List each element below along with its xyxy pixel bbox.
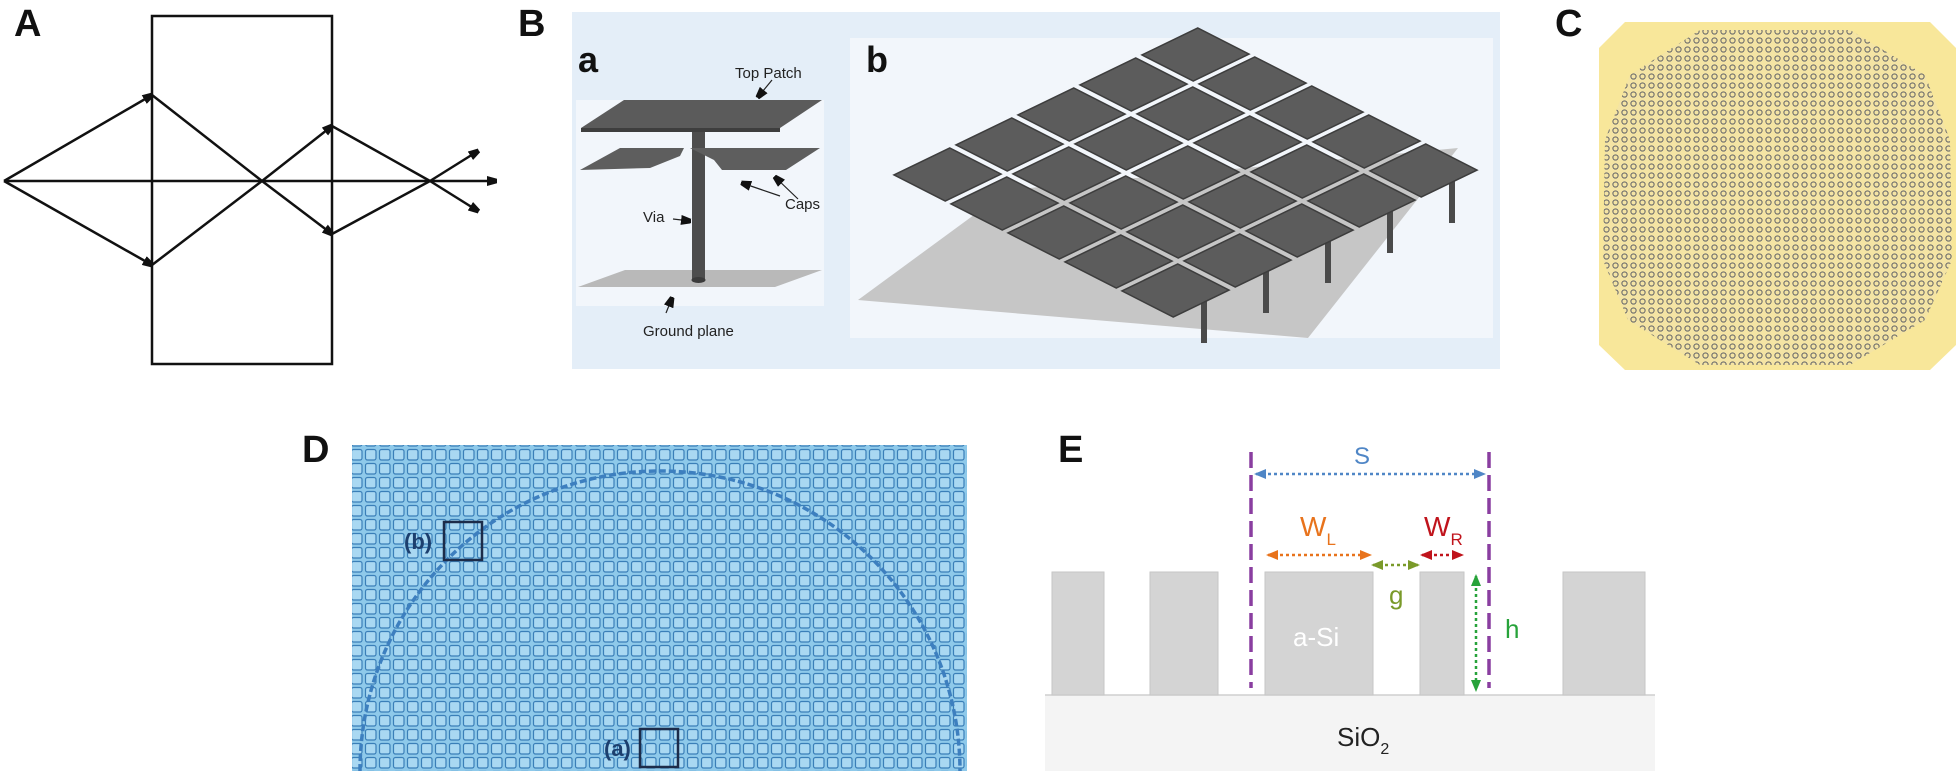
array-patch (1197, 56, 1308, 111)
array-patch (949, 176, 1060, 231)
unit-top-patch (581, 100, 822, 128)
array-via (1449, 175, 1455, 223)
substrate-layer (1045, 695, 1655, 771)
array-patch (1254, 85, 1365, 140)
panel-a: A (3, 3, 496, 366)
hole-array-pattern (1603, 30, 1952, 365)
pillar-right-element (1419, 571, 1465, 696)
array-patch (1073, 116, 1184, 171)
array-patch (1306, 173, 1417, 228)
pillar (1051, 571, 1105, 696)
panel-a-label: A (14, 3, 41, 45)
panel-e-label: E (1058, 429, 1083, 471)
panel-d-label: D (302, 429, 329, 471)
array-patch (1068, 175, 1179, 230)
array-patch (1182, 233, 1293, 288)
array-patch (1078, 57, 1189, 112)
array-patches (892, 27, 1479, 318)
marker-box-a (638, 727, 680, 769)
patch-array-drawing (858, 27, 1479, 343)
via-annotation: Via (643, 209, 665, 226)
panel-b-label: B (518, 3, 545, 45)
height-label: h (1505, 614, 1519, 644)
array-patch (1130, 145, 1241, 200)
array-patch (1140, 27, 1251, 82)
ray-paths (3, 95, 496, 265)
array-patch (1135, 86, 1246, 141)
array-via (1201, 295, 1207, 343)
array-patch (954, 117, 1065, 172)
top-patch-annotation: Top Patch (735, 65, 802, 82)
array-patch (1006, 205, 1117, 260)
unit-annotation-arrows (666, 79, 799, 314)
array-patch (1249, 144, 1360, 199)
array-patch (1125, 204, 1236, 259)
marker-b-label: (b) (404, 529, 432, 554)
a-si-label: a-Si (1293, 622, 1339, 652)
array-vias (1201, 175, 1455, 343)
unit-cap-right (690, 148, 820, 170)
array-patch (1016, 87, 1127, 142)
array-patch (1120, 263, 1231, 318)
array-via (1325, 235, 1331, 283)
panel-b: B a b Top Patch Caps Via Ground plane (518, 3, 1500, 369)
array-patch (892, 147, 1003, 202)
gap-label: g (1389, 580, 1403, 610)
marker-a-label: (a) (604, 736, 631, 761)
pillar (1562, 571, 1646, 696)
marker-box-b (442, 520, 484, 562)
array-via (1387, 205, 1393, 253)
subpanel-b-label: b (866, 39, 888, 80)
caps-annotation: Caps (785, 196, 820, 213)
metalens-tile-field (352, 445, 967, 771)
panel-c: C (1555, 3, 1956, 370)
array-patch (1311, 114, 1422, 169)
panel-d: D (b) (a) (302, 429, 967, 771)
array-via (1263, 265, 1269, 313)
array-patch (1063, 234, 1174, 289)
panel-c-label: C (1555, 3, 1582, 45)
unit-cap-left (580, 148, 684, 170)
unit-via (692, 130, 705, 280)
array-patch (1011, 146, 1122, 201)
pillar (1149, 571, 1219, 696)
width-right-label: WR (1424, 511, 1463, 549)
lens-aperture-arc (358, 469, 962, 771)
array-patch (1192, 115, 1303, 170)
array-patch (1368, 143, 1479, 198)
panel-e: E S WL WR g h a-Si SiO2 (1045, 429, 1655, 771)
width-left-label: WL (1300, 511, 1336, 549)
period-s-label: S (1354, 443, 1370, 470)
lens-slab (150, 14, 334, 366)
pillar-row (1051, 571, 1646, 696)
subpanel-a-label: a (578, 39, 599, 80)
array-patch (1244, 203, 1355, 258)
ground-plane-annotation: Ground plane (643, 323, 734, 340)
unit-cell-drawing (578, 100, 822, 287)
substrate-label: SiO2 (1337, 722, 1389, 758)
pillar-left-element (1264, 571, 1374, 696)
array-patch (1187, 174, 1298, 229)
